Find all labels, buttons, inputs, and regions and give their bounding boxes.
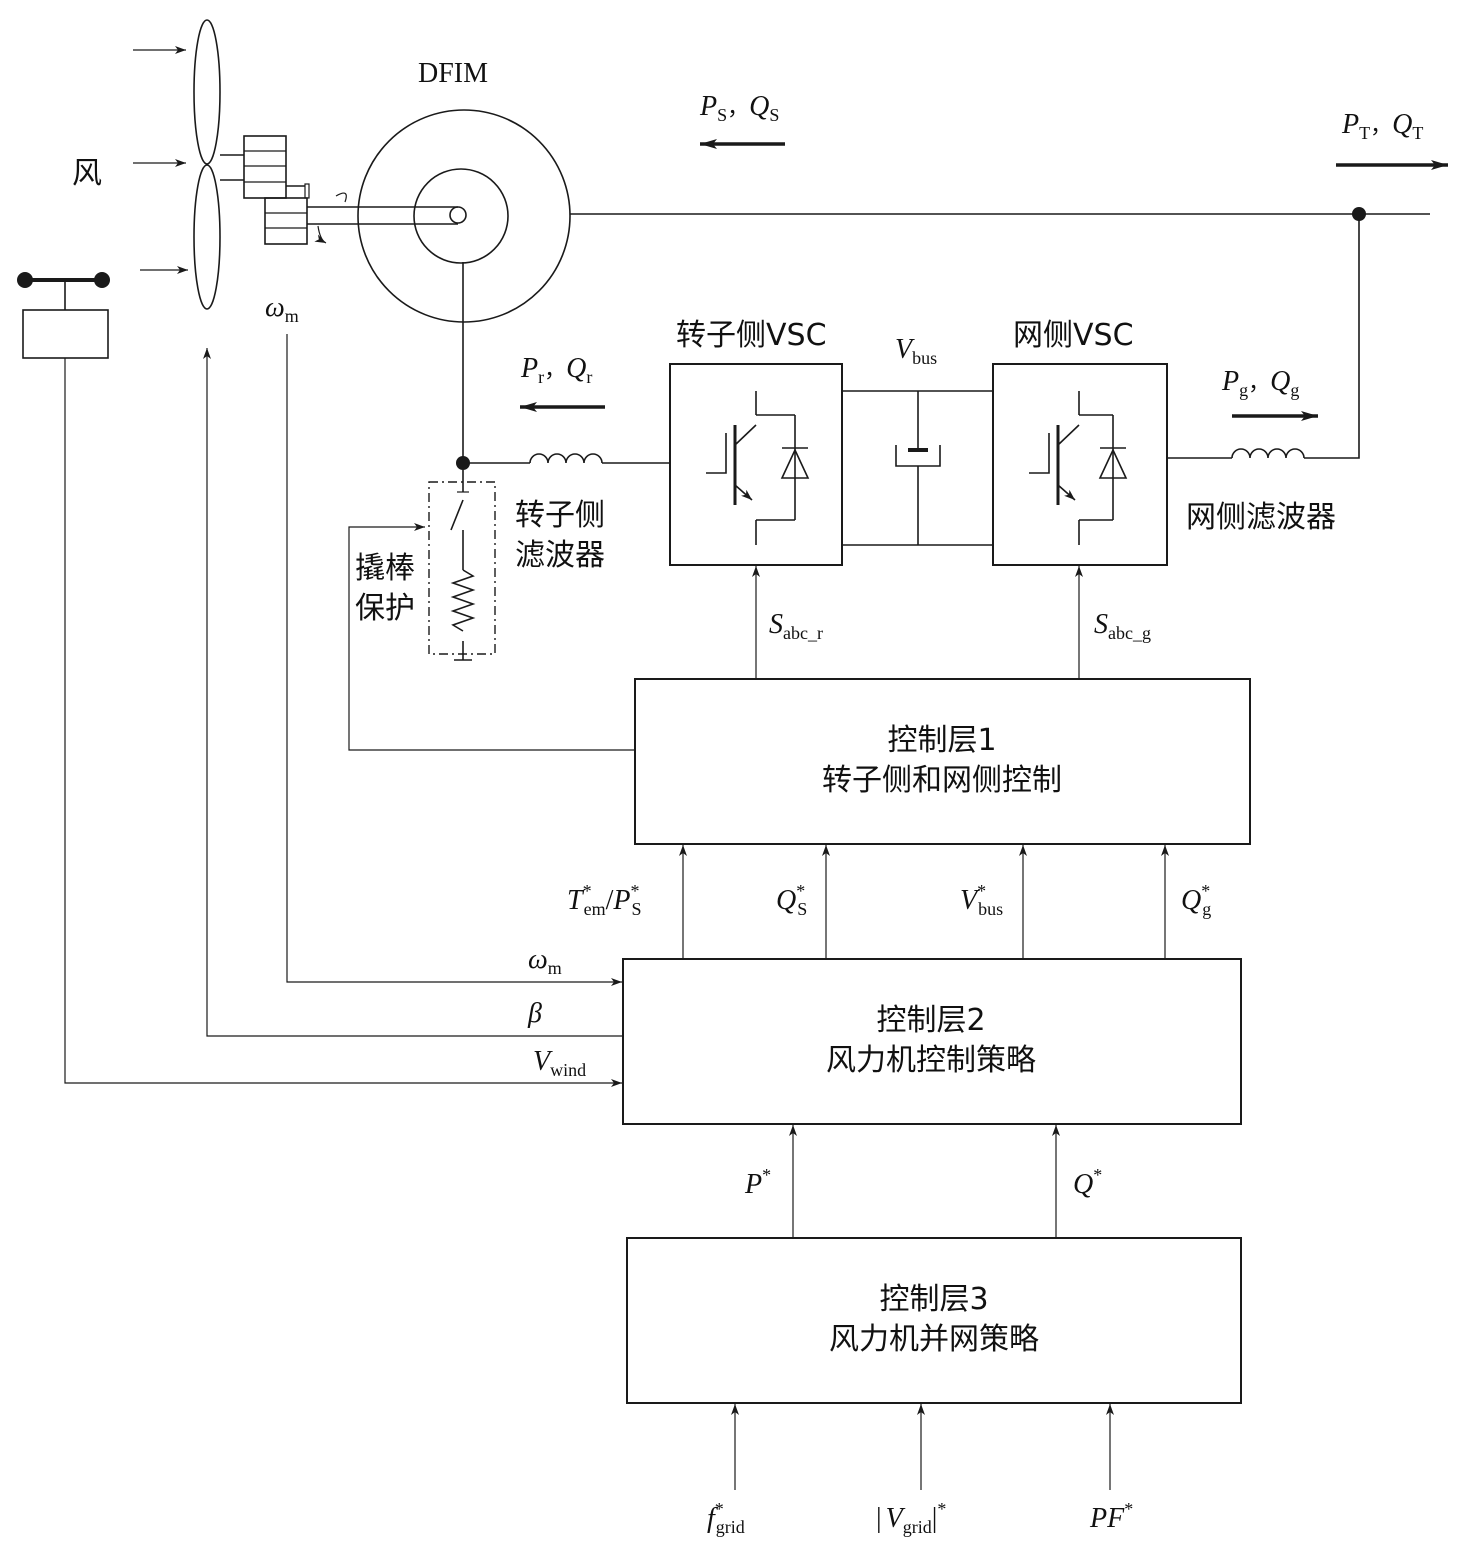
omega-input-label: ωm [528,944,562,978]
crowbar-label-2: 保护 [355,591,415,626]
omega-m-label: ωm [265,292,299,326]
wind-arrows [133,46,188,274]
gearbox [220,135,347,245]
qg-ref-label: Q*g [1181,881,1211,919]
vwind-line [64,358,622,1087]
dc-bus [842,390,993,546]
vwind-label: Vwind [533,1046,586,1080]
beta-control-line [203,348,622,1037]
rotor-filter-inductor [529,453,603,464]
pg-qg-label: Pg，Qg [1221,366,1299,400]
grid-vsc [992,363,1168,566]
rotor-filter-label-2: 滤波器 [515,538,605,573]
pr-qr-label: Pr，Qr [520,353,592,387]
vgrid-ref-label: |Vgrid|* [876,1499,946,1537]
omega-feedback-line [286,334,622,986]
crowbar-control-line [348,523,634,751]
p-ref-label: P* [744,1165,771,1200]
anemometer-icon [17,272,110,359]
rotor-vsc-title: 转子侧VSC [676,318,827,353]
rotor-vsc [669,363,843,566]
grid-filter-inductor [1231,448,1305,459]
dfim-machine [357,109,571,323]
control-layer-3-subtitle: 风力机并网策略 [829,1322,1039,1357]
s-abc-r-label: Sabc_r [769,609,823,643]
turbine-blades [193,19,221,310]
fgrid-ref-label: f*grid [707,1499,745,1537]
beta-label: β [527,998,542,1029]
qs-ref-label: Q*S [776,881,807,919]
q-ref-label: Q* [1073,1165,1102,1200]
control-layer-1-subtitle: 转子侧和网侧控制 [822,763,1062,798]
s-abc-g-label: Sabc_g [1094,609,1151,643]
grid-filter-label: 网侧滤波器 [1186,500,1336,535]
pf-ref-label: PF* [1089,1499,1133,1534]
control-layer-3-title: 控制层3 [879,1282,988,1317]
wind-label: 风 [72,156,102,191]
ps-qs-label: PS，QS [699,91,779,125]
control-layer-1-box [634,678,1251,845]
control-layer-3-box [626,1237,1242,1404]
dfim-label: DFIM [418,58,488,89]
tem-ps-ref-label: T*em/P*S [567,881,641,919]
control-layer-2-box [622,958,1242,1125]
grid-vsc-title: 网侧VSC [1013,318,1134,353]
control-layer-1-title: 控制层1 [887,723,996,758]
crowbar-label-1: 撬棒 [355,551,415,586]
control-layer-2-title: 控制层2 [876,1003,985,1038]
control-layer-2-subtitle: 风力机控制策略 [826,1043,1036,1078]
crowbar-protection [428,470,496,661]
rotor-filter-label-1: 转子侧 [515,498,605,533]
vbus-ref-label: V*bus [960,881,1003,919]
pt-qt-label: PT，QT [1341,109,1423,143]
vbus-label: Vbus [895,334,937,368]
